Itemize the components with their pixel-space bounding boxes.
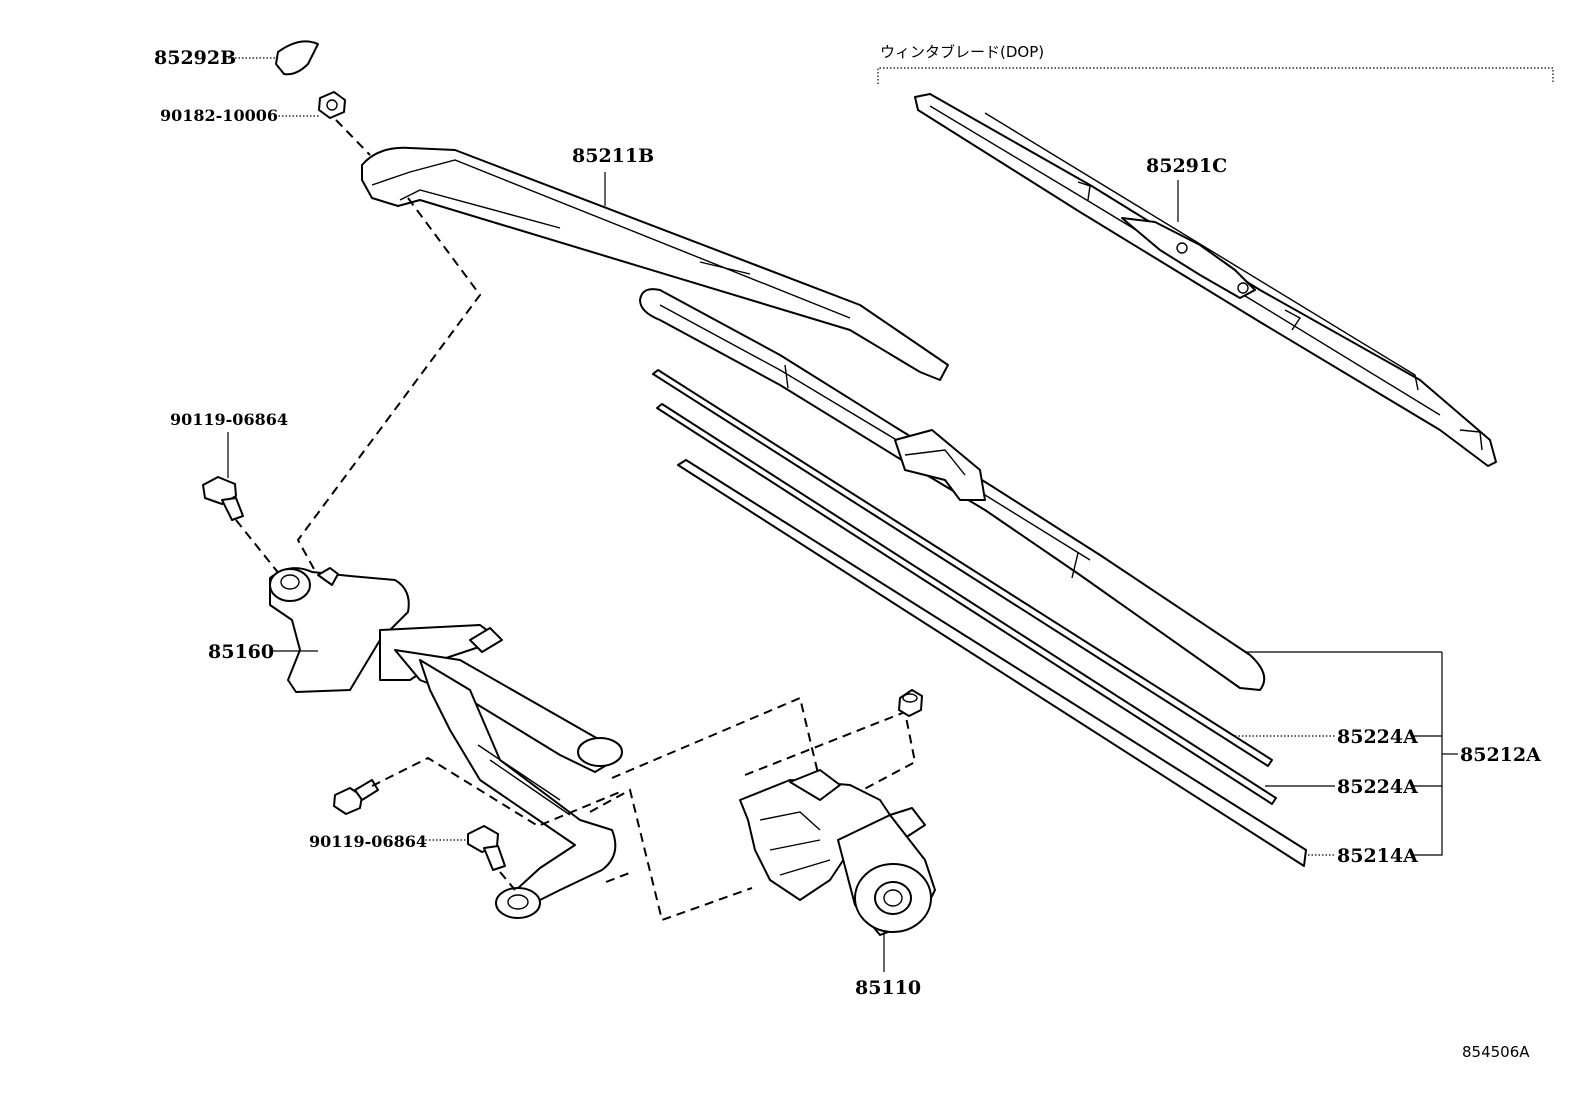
nut-dashed-guide [335, 119, 371, 156]
label-90119-06864-lower: 90119-06864 [309, 832, 427, 851]
label-85291c: 85291C [1146, 155, 1227, 177]
arm-nut-part [318, 91, 346, 119]
lower-bolt-dashed-guide [499, 871, 516, 891]
label-90119-06864-upper: 90119-06864 [170, 410, 288, 429]
catalog-number: 854506A [1462, 1043, 1530, 1061]
motor-dashed-guide-3 [605, 871, 633, 883]
blade-refill-part [677, 459, 1307, 867]
motor-nut-part [898, 689, 923, 717]
label-90182-10006: 90182-10006 [160, 106, 278, 125]
blade-rubber-2-part [656, 403, 1277, 805]
label-85214a: 85214A [1337, 845, 1418, 867]
blade-rubber-1-part [652, 369, 1273, 767]
wiper-arm-cap-part [275, 40, 319, 76]
label-85224a-1: 85224A [1337, 726, 1418, 748]
blade-assy-bracket [1412, 652, 1443, 856]
upper-bolt-dashed-guide [235, 519, 281, 576]
linkage-bolt-part [333, 779, 379, 815]
arm-dashed-guide [296, 197, 482, 581]
wiper-motor-part [739, 769, 936, 936]
label-85110: 85110 [855, 977, 921, 999]
label-85292b: 85292B [154, 47, 236, 69]
lower-bolt-part [467, 825, 506, 871]
option-caption: ウィンタブレード(DOP) [880, 43, 1044, 61]
label-85212a: 85212A [1460, 744, 1541, 766]
motor-dashed-guide-2 [589, 788, 753, 922]
upper-bolt-part [202, 476, 244, 521]
winter-blade-part [914, 93, 1497, 467]
dop-bracket [877, 67, 1554, 84]
label-85211b: 85211B [572, 145, 654, 167]
wiper-blade-part [639, 288, 1266, 691]
linkage-bolt-dashed-guide [371, 756, 621, 828]
motor-dashed-guide-4 [744, 710, 917, 803]
wiper-arm-part [361, 146, 949, 381]
label-85224a-2: 85224A [1337, 776, 1418, 798]
motor-dashed-guide-1 [611, 696, 823, 791]
wiper-linkage-part [269, 567, 623, 919]
label-85160: 85160 [208, 641, 274, 663]
